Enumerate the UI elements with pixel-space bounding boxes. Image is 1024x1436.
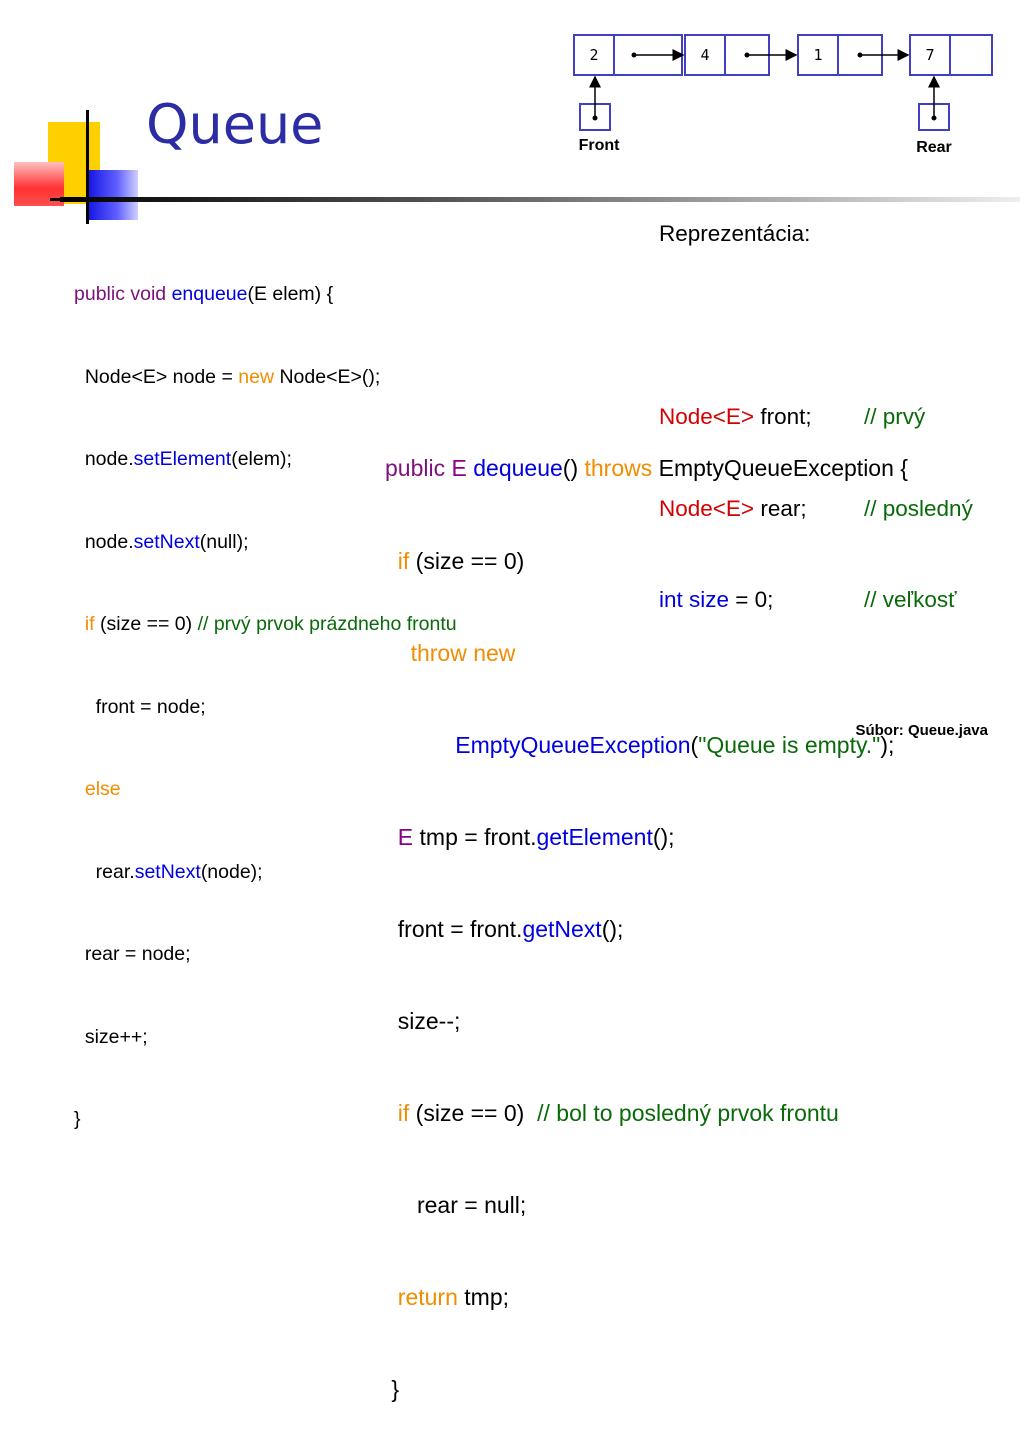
front-label: Front [579, 137, 621, 154]
code-line: if (size == 0) [397, 547, 525, 574]
node-data-cell [909, 34, 951, 76]
code-line: EmptyQueueException("Queue is empty."); [455, 731, 895, 758]
logo-blue-square [86, 170, 138, 220]
slide-title: Queue [146, 93, 324, 156]
node-value-3: 1 [813, 46, 822, 64]
linked-list-diagram: 2 4 1 7 Front Rear [573, 34, 993, 156]
node-value-2: 4 [700, 46, 709, 64]
blank-line [659, 311, 812, 342]
code-line: public void enqueue(E elem) { [74, 283, 334, 305]
code-line: rear = null; [416, 1192, 527, 1219]
code-line: return tmp; [397, 1284, 509, 1311]
representation-heading: Reprezentácia: [659, 221, 811, 246]
code-line: node.setElement(elem); [74, 448, 292, 470]
dequeue-method-code: public E dequeue() throws EmptyQueueExce… [385, 392, 908, 1436]
source-file-label: Súbor: Queue.java [855, 722, 988, 739]
node-value-4: 7 [925, 46, 934, 64]
code-line: public E dequeue() throws EmptyQueueExce… [385, 455, 908, 482]
code-line: front = node; [74, 695, 206, 718]
node-next-cell [949, 34, 993, 76]
code-line: Node<E> node = new Node<E>(); [74, 365, 381, 388]
code-line: node.setNext(null); [74, 530, 249, 553]
code-line: E tmp = front.getElement(); [397, 823, 675, 850]
front-declaration: Node<E> front;// prvý [659, 404, 926, 429]
size-declaration: int size = 0;// veľkosť [659, 587, 957, 612]
rear-label: Rear [916, 139, 952, 156]
node-data-cell [684, 34, 726, 76]
code-line: if (size == 0) // prvý prvok prázdneho f… [84, 613, 457, 635]
code-line: if (size == 0) // bol to posledný prvok … [397, 1100, 839, 1127]
logo-vertical-line [86, 110, 89, 224]
rear-declaration: Node<E> rear;// posledný [659, 495, 973, 521]
title-divider [60, 197, 1020, 202]
code-line: throw new [410, 639, 516, 666]
representation-block: Reprezentácia: Node<E> front;// prvý Nod… [659, 158, 973, 646]
code-line: size--; [397, 1007, 461, 1034]
node-data-cell [797, 34, 839, 76]
node-value-1: 2 [589, 46, 598, 64]
code-line: front = front.getNext(); [397, 915, 624, 942]
code-line: } [391, 1376, 400, 1403]
